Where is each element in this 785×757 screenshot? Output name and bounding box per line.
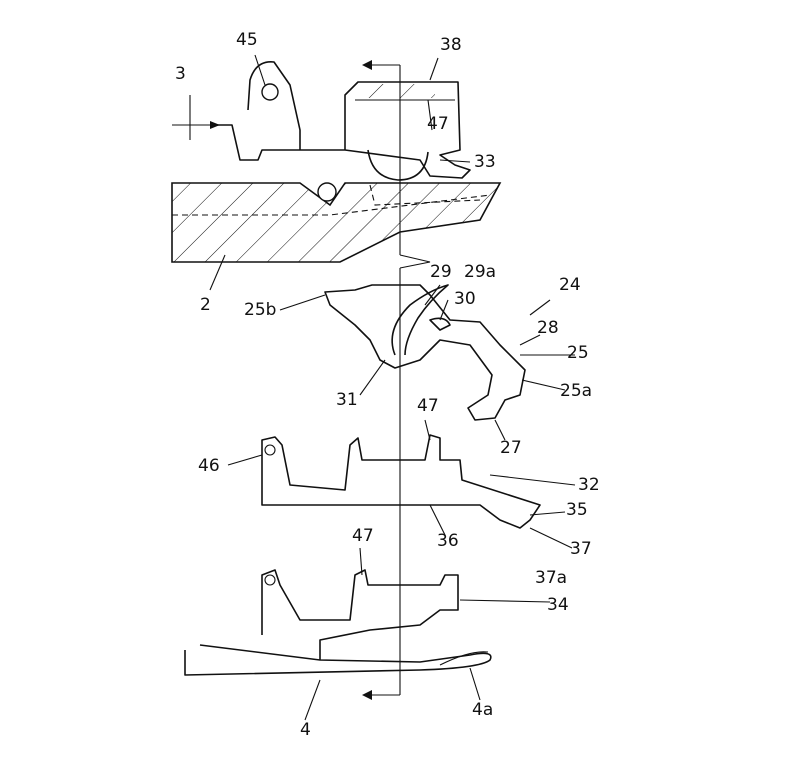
label-47-low: 47 — [352, 526, 374, 546]
label-4: 4 — [300, 720, 311, 740]
arrow-3 — [172, 95, 220, 140]
part-4 — [184, 644, 492, 676]
label-2: 2 — [200, 295, 211, 315]
part-25 — [324, 284, 526, 421]
label-3: 3 — [175, 64, 186, 84]
part-38 — [215, 61, 471, 181]
label-28: 28 — [537, 318, 559, 338]
label-35: 35 — [566, 500, 588, 520]
label-47-mid: 47 — [417, 396, 439, 416]
part-2 — [171, 182, 502, 263]
label-32: 32 — [578, 475, 600, 495]
label-30: 30 — [454, 289, 476, 309]
label-31: 31 — [336, 390, 358, 410]
label-38: 38 — [440, 35, 462, 55]
label-37a: 37a — [535, 568, 568, 588]
label-25b: 25b — [244, 300, 277, 320]
label-34: 34 — [547, 595, 569, 615]
label-37: 37 — [570, 539, 592, 559]
label-4a: 4a — [472, 700, 494, 720]
label-45: 45 — [236, 30, 258, 50]
label-46: 46 — [198, 456, 220, 476]
part-34 — [261, 569, 459, 660]
label-29a: 29a — [464, 262, 497, 282]
label-36: 36 — [437, 531, 459, 551]
label-25a: 25a — [560, 381, 593, 401]
leader-lines — [209, 54, 576, 721]
part-32 — [261, 434, 541, 529]
label-29: 29 — [430, 262, 452, 282]
label-33: 33 — [474, 152, 496, 172]
label-47-top: 47 — [427, 114, 449, 134]
label-27: 27 — [500, 438, 522, 458]
label-25: 25 — [567, 343, 589, 363]
label-24: 24 — [559, 275, 581, 295]
